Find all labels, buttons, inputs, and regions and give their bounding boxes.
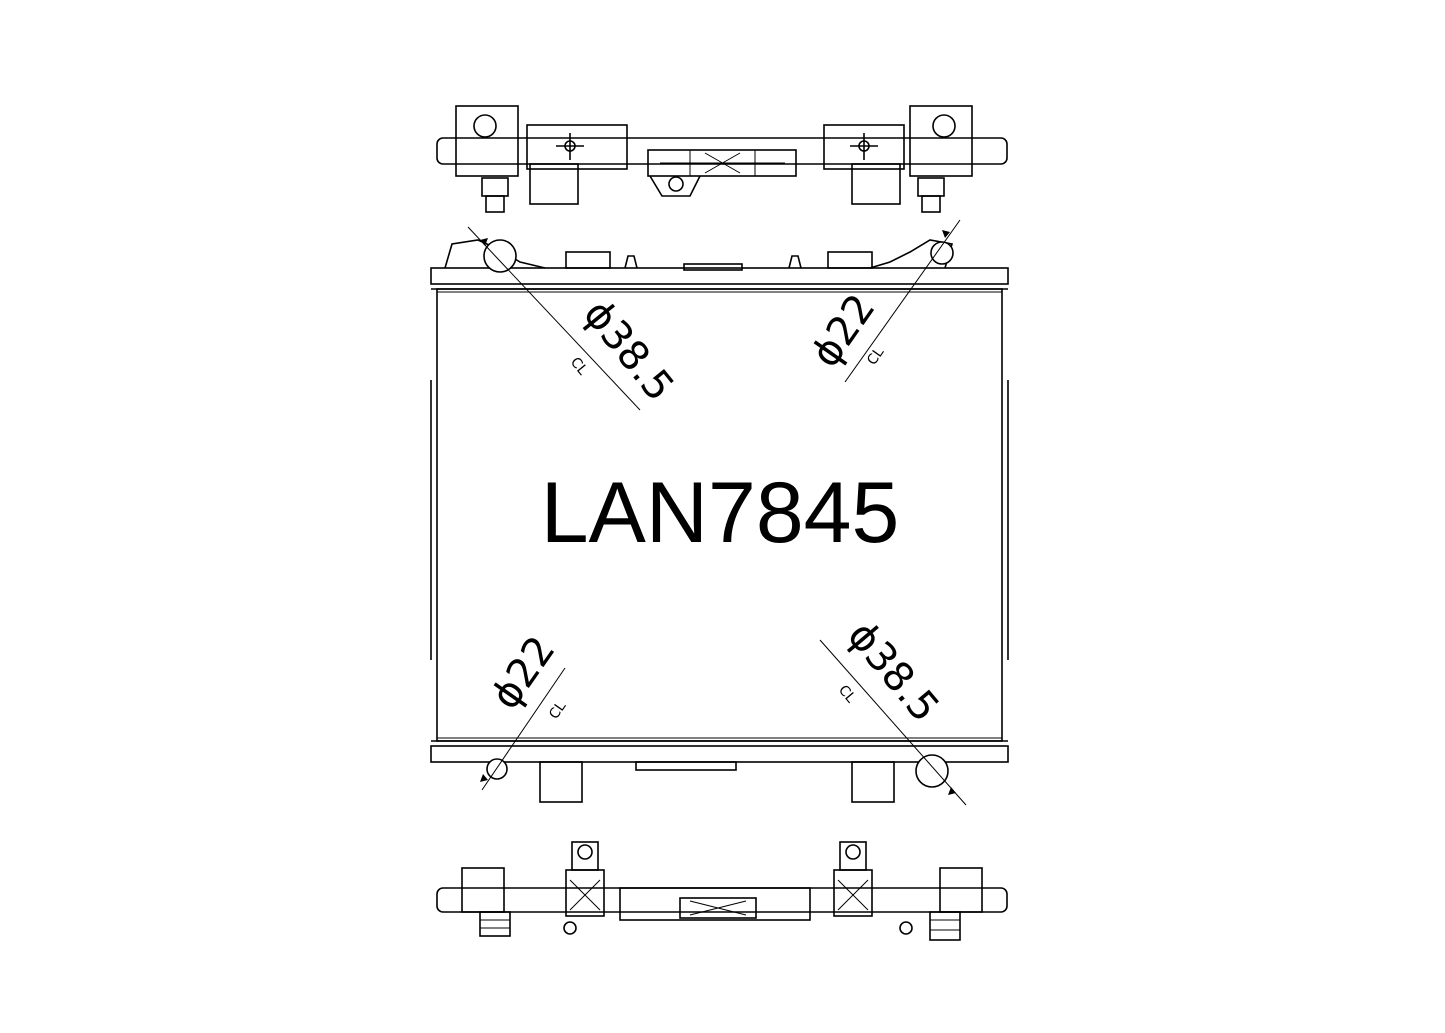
dimension-bottom-right: ϕ38.5 (838, 613, 947, 731)
front-view: ϕ38.5 ϕ22 ϕ22 ϕ38.5 CL CL CL CL LAN7845 (430, 219, 1009, 806)
centerline-mark-bottom-left: CL (546, 699, 569, 723)
centerline-mark-bottom-right: CL (835, 682, 859, 706)
dimension-top-left: ϕ38.5 (574, 291, 682, 410)
bottom-view (436, 841, 1008, 941)
part-number: LAN7845 (541, 465, 900, 561)
centerline-mark-top-left: CL (567, 354, 591, 378)
top-view (436, 105, 1008, 213)
centerline-mark-top-right: CL (864, 345, 887, 369)
